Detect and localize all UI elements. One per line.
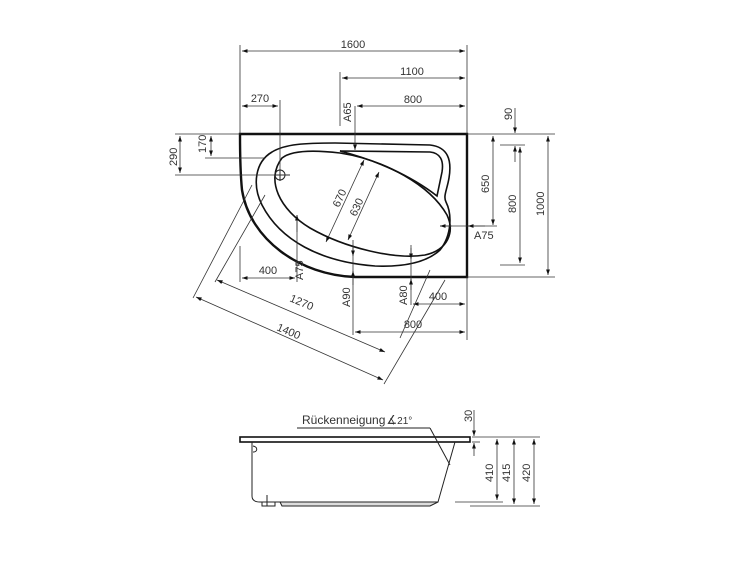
dim-800-right: 800 [507,195,519,213]
dim-1400: 1400 [275,322,302,343]
dim-270: 270 [251,93,269,105]
dim-170: 170 [197,135,209,153]
dim-1000: 1000 [535,192,547,216]
dim-90: 90 [503,108,515,120]
marker-a80: A80 [398,285,410,305]
marker-a75-left: A75 [294,260,306,280]
tub-basin-outline [274,150,451,257]
dim-420: 420 [521,464,533,482]
marker-a75-right: A75 [474,230,494,242]
dim-1270: 1270 [288,293,315,314]
dim-1600: 1600 [341,39,365,51]
dim-800-top: 800 [404,94,422,106]
dim-30: 30 [463,410,475,422]
backrest-label: Rückenneigung∡21° [302,413,412,427]
plan-view: 1600 1100 800 270 A65 290 170 90 650 800… [168,39,555,385]
tub-rim-side [239,436,471,443]
tub-rim-outline [255,142,451,267]
tub-base-plate [279,501,439,507]
dim-400-right: 400 [429,291,447,303]
dim-630: 630 [348,197,367,219]
tub-body-side [251,441,456,503]
dim-290: 290 [168,148,180,166]
angle-icon: ∡ [386,413,397,427]
dim-415: 415 [501,464,513,482]
dim-1100: 1100 [400,66,424,78]
backrest-outline [339,150,444,198]
marker-a65: A65 [342,102,354,122]
dim-400-left: 400 [259,265,277,277]
dim-800-bottom: 800 [404,319,422,331]
marker-a90: A90 [341,287,353,307]
dim-410: 410 [484,464,496,482]
dim-670: 670 [331,188,350,210]
side-view: Rückenneigung∡21° 30 410 415 420 [239,410,540,507]
dim-650: 650 [480,175,492,193]
